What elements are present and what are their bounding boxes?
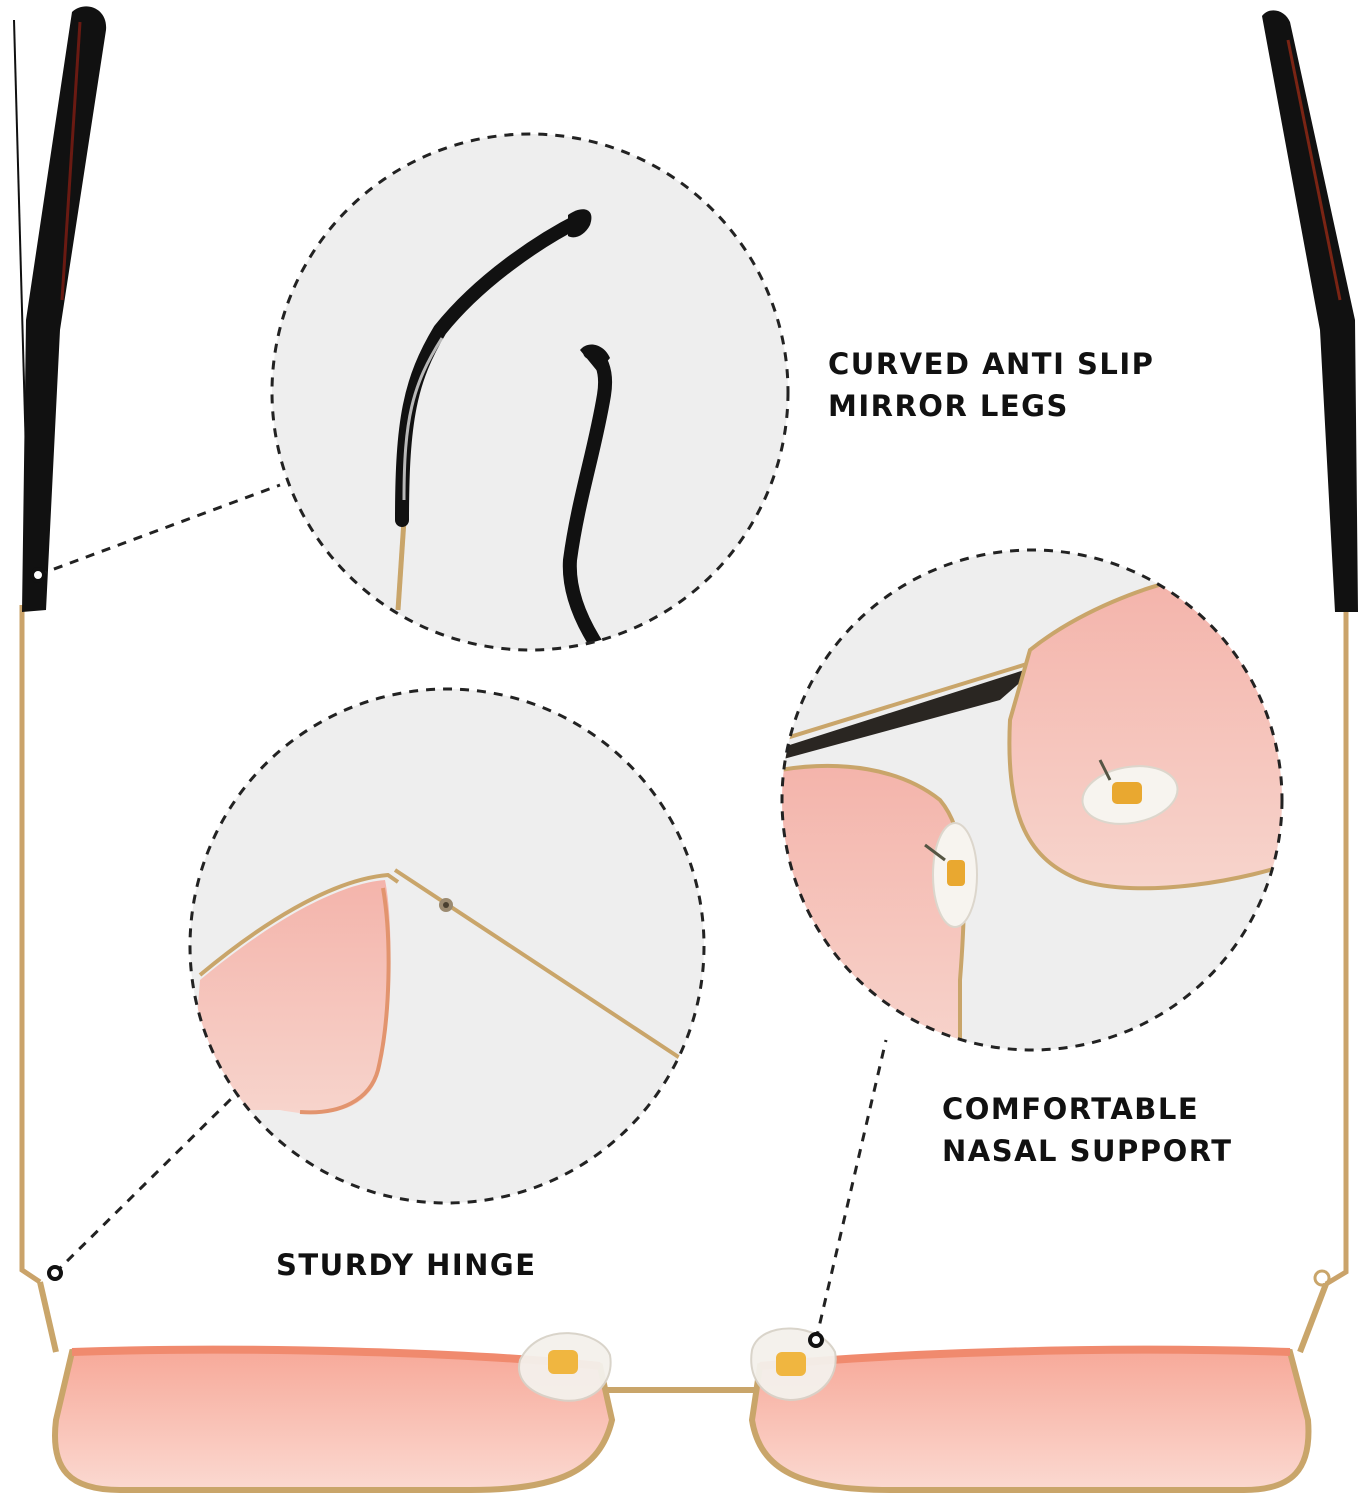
callout-nasal-support-line1: COMFORTABLE xyxy=(942,1092,1200,1126)
right-temple-arm xyxy=(1262,10,1358,1287)
callout-nasal-support-line2: NASAL SUPPORT xyxy=(942,1134,1233,1168)
callout-curved-legs: CURVED ANTI SLIP MIRROR LEGS xyxy=(828,343,1154,427)
callout-sturdy-hinge-line1: STURDY HINGE xyxy=(276,1248,537,1282)
left-temple-arm xyxy=(13,6,107,1285)
callout-curved-legs-line2: MIRROR LEGS xyxy=(828,389,1069,423)
callout-sturdy-hinge: STURDY HINGE xyxy=(276,1244,537,1286)
pointer-lines xyxy=(30,483,888,1348)
callout-curved-legs-line1: CURVED ANTI SLIP xyxy=(828,347,1155,381)
callout-nasal-support: COMFORTABLE NASAL SUPPORT xyxy=(942,1088,1233,1172)
zoom-circle-hinge xyxy=(188,687,706,1205)
zoom-circle-temple-tips xyxy=(270,132,790,652)
glasses-front xyxy=(37,1269,1331,1493)
nose-pad-left xyxy=(518,1332,612,1402)
zoom-circle-nasal-support xyxy=(780,548,1284,1052)
